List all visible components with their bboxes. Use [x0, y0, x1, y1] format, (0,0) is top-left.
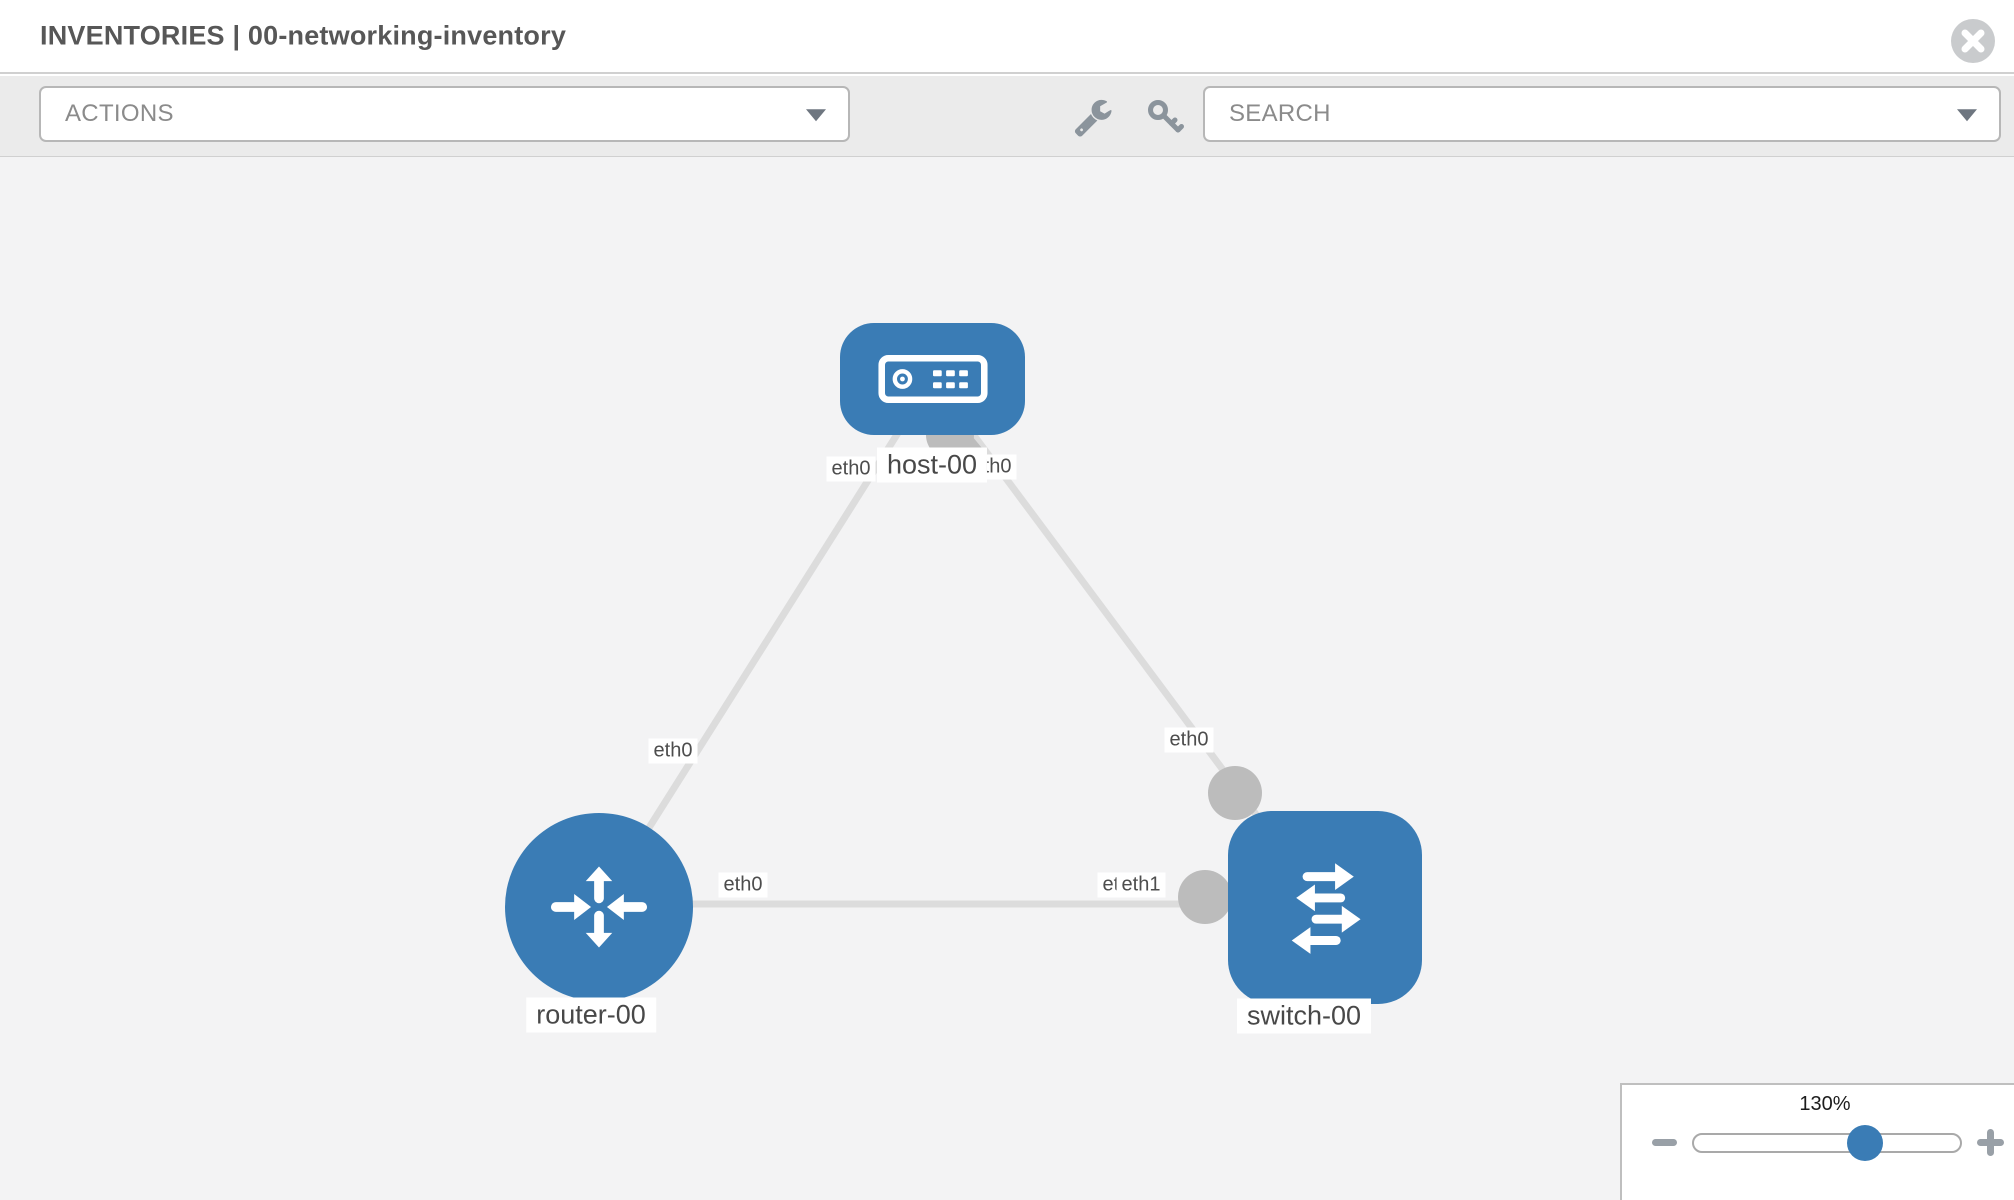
- node-label-switch: switch-00: [1236, 998, 1372, 1034]
- search-placeholder: SEARCH: [1229, 100, 1331, 127]
- iface-label-switch-eth1: eth1: [1116, 872, 1166, 898]
- link-router-host[interactable]: [596, 377, 935, 909]
- iface-label-host-eth0-left: eth0: [826, 456, 876, 482]
- interface-connector-switch-top: [1208, 766, 1262, 820]
- host-icon: [877, 355, 988, 403]
- zoom-slider-track[interactable]: [1692, 1133, 1962, 1153]
- topology-links-layer: [596, 376, 1328, 930]
- header: INVENTORIES | 00-networking-inventory: [0, 0, 2014, 74]
- wrench-icon[interactable]: [1073, 97, 1113, 137]
- chevron-down-icon: [806, 109, 826, 122]
- chevron-down-icon: [1957, 109, 1977, 122]
- actions-dropdown-label: ACTIONS: [65, 100, 174, 127]
- toolbar: ACTIONS SEARCH: [0, 76, 2014, 157]
- node-switch-00[interactable]: [1228, 811, 1422, 1004]
- node-router-00[interactable]: [505, 813, 693, 1001]
- switch-icon: [1291, 862, 1361, 954]
- zoom-level-label: 130%: [1799, 1093, 1851, 1115]
- zoom-slider-thumb[interactable]: [1847, 1125, 1883, 1161]
- close-icon[interactable]: [1949, 17, 1997, 65]
- interface-connector-switch-left: [1178, 870, 1232, 924]
- node-label-router: router-00: [526, 997, 656, 1033]
- actions-dropdown[interactable]: ACTIONS: [39, 86, 850, 142]
- iface-label-link-left-eth0: eth0: [648, 738, 698, 764]
- search-input[interactable]: SEARCH: [1203, 86, 2001, 142]
- page-title: INVENTORIES | 00-networking-inventory: [40, 20, 567, 51]
- zoom-panel: 130%: [1620, 1083, 2014, 1200]
- node-label-host: host-00: [876, 447, 988, 483]
- router-icon: [550, 866, 648, 948]
- iface-label-router-eth0: eth0: [718, 872, 768, 898]
- node-host-00[interactable]: [840, 323, 1025, 435]
- iface-label-link-right-eth0: eth0: [1164, 727, 1214, 753]
- zoom-in-button[interactable]: [1977, 1129, 2004, 1156]
- zoom-out-button[interactable]: [1652, 1139, 1677, 1146]
- topology-canvas[interactable]: host-00 router-00 switch-00 eth0 eth0 et…: [0, 157, 2014, 1200]
- key-icon[interactable]: [1145, 97, 1185, 137]
